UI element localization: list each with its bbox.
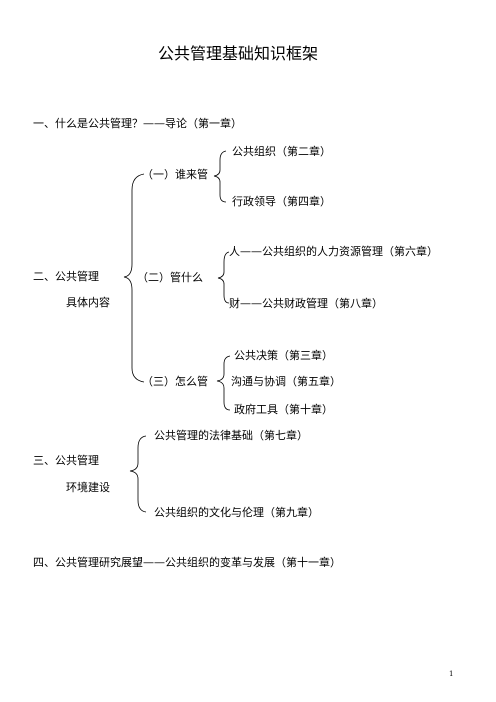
brace-sub3: [216, 355, 231, 411]
sub2-label: （二）管什么: [137, 271, 203, 284]
section-2-heading-line2: 具体内容: [66, 296, 110, 309]
section-3-heading-line2: 环境建设: [66, 481, 110, 494]
section-3-heading: 三、公共管理: [33, 454, 99, 467]
brace-sub2: [217, 251, 230, 304]
page-number: 1: [449, 670, 454, 678]
section3-item: 公共管理的法律基础（第七章）: [154, 429, 308, 442]
brace-sub1: [213, 150, 227, 203]
section-4-heading: 四、公共管理研究展望——公共组织的变革与发展（第十一章）: [33, 556, 341, 569]
sub3-item: 政府工具（第十章）: [234, 403, 333, 416]
sub3-item: 沟通与协调（第五章）: [231, 375, 341, 388]
sub3-item: 公共决策（第三章）: [234, 349, 333, 362]
section3-item: 公共组织的文化与伦理（第九章）: [154, 506, 319, 519]
brace-section2: [123, 173, 145, 383]
sub3-label: （三）怎么管: [142, 375, 208, 388]
brace-section3: [129, 435, 147, 513]
section-1-heading: 一、什么是公共管理？——导论（第一章）: [33, 117, 242, 130]
section-2-heading: 二、公共管理: [33, 270, 99, 283]
sub2-item: 财——公共财政管理（第八章）: [229, 297, 383, 310]
sub2-item: 人——公共组织的人力资源管理（第六章）: [229, 245, 438, 258]
sub1-label: （一）谁来管: [142, 168, 208, 181]
sub1-item: 公共组织（第二章）: [232, 145, 331, 158]
sub1-item: 行政领导（第四章）: [232, 195, 331, 208]
page-title: 公共管理基础知识框架: [158, 44, 319, 63]
